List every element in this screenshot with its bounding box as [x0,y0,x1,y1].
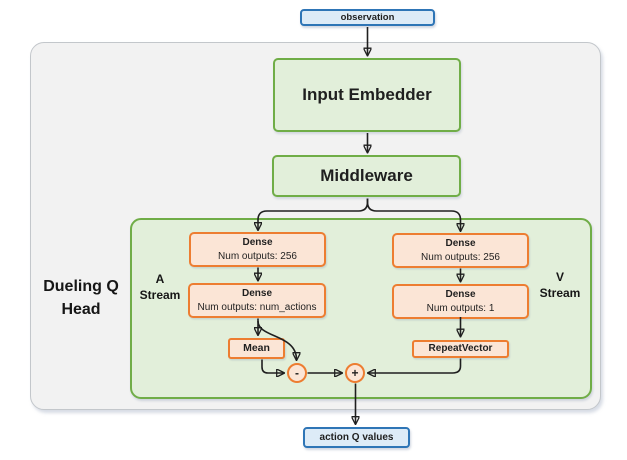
repeat-vector-node: RepeatVector [412,340,509,358]
mean-node: Mean [228,338,285,359]
a-stream-dense1-subtitle: Num outputs: 256 [218,250,297,262]
v-stream-label-line2: Stream [539,285,581,300]
a-stream-label-line2: Stream [139,287,181,302]
v-stream-dense1-subtitle: Num outputs: 256 [421,251,500,263]
input-embedder-node: Input Embedder [273,58,461,132]
a-stream-dense2-node: Dense Num outputs: num_actions [188,283,326,318]
v-stream-dense2-title: Dense [445,289,476,300]
v-stream-dense2-subtitle: Num outputs: 1 [426,302,495,314]
a-stream-dense2-title: Dense [241,288,272,299]
action-q-values-node: action Q values [303,427,410,448]
dueling-q-head-label-line2: Head [61,301,101,319]
dueling-q-head-label-line1: Dueling Q [43,278,119,295]
observation-node: observation [300,9,435,26]
a-stream-label-line1: A [155,272,165,286]
v-stream-label-line1: V [555,270,564,284]
middleware-node: Middleware [272,155,461,197]
v-stream-label: V Stream [532,270,588,301]
a-stream-label: A Stream [132,272,188,303]
v-stream-dense1-node: Dense Num outputs: 256 [392,233,529,268]
v-stream-dense1-title: Dense [445,238,476,249]
add-operator-node: + [345,363,365,383]
a-stream-dense1-node: Dense Num outputs: 256 [189,232,326,267]
v-stream-dense2-node: Dense Num outputs: 1 [392,284,529,319]
dueling-q-head-label: Dueling Q Head [32,275,130,321]
subtract-operator-node: - [287,363,307,383]
a-stream-dense1-title: Dense [242,237,273,248]
a-stream-dense2-subtitle: Num outputs: num_actions [197,301,317,313]
